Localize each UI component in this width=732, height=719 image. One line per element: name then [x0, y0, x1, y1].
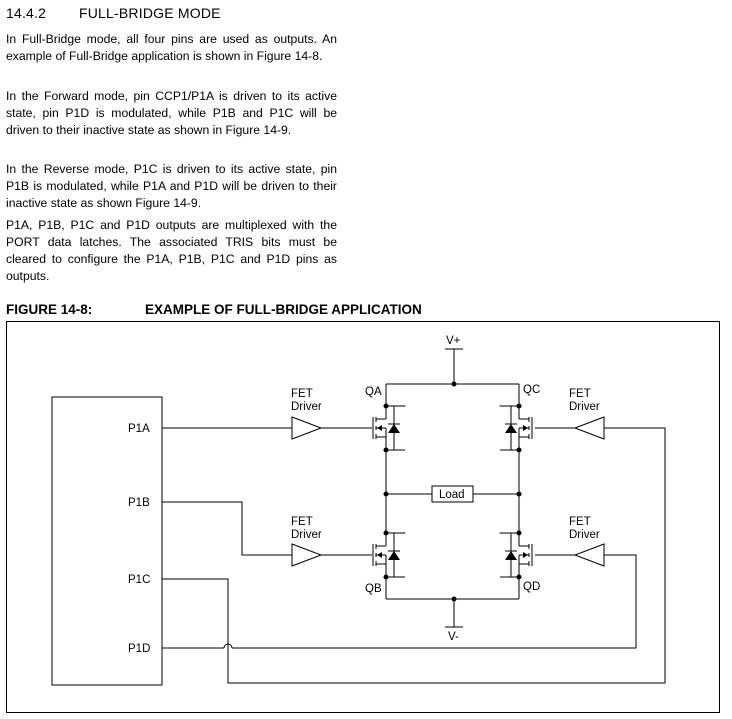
section-heading: 14.4.2 FULL-BRIDGE MODE — [6, 5, 221, 21]
driver-qc-label-1: FET — [569, 388, 591, 400]
figure-caption: EXAMPLE OF FULL-BRIDGE APPLICATION — [145, 302, 422, 317]
transistor-label-qc: QC — [523, 384, 540, 396]
figure-number: FIGURE 14-8: — [6, 302, 93, 317]
driver-qa — [291, 416, 322, 440]
supply-negative-label: V- — [448, 631, 459, 643]
driver-qb-label-2: Driver — [291, 529, 322, 541]
driver-qb — [291, 543, 322, 567]
mcu-block — [51, 396, 163, 686]
driver-qd-label-2: Driver — [569, 529, 600, 541]
paragraph-1: In Full-Bridge mode, all four pins are u… — [6, 32, 337, 63]
driver-qd-label-1: FET — [569, 516, 591, 528]
section-number: 14.4.2 — [6, 5, 47, 21]
pin-label-p1a: P1A — [128, 423, 150, 435]
driver-qa-label-2: Driver — [291, 401, 322, 413]
transistor-label-qa: QA — [365, 386, 382, 398]
transistor-label-qb: QB — [365, 583, 382, 595]
mosfet-qc — [500, 406, 532, 450]
section-title: FULL-BRIDGE MODE — [79, 5, 221, 21]
load-label: Load — [439, 489, 465, 501]
pin-label-p1b: P1B — [128, 497, 150, 509]
mosfet-qd — [500, 533, 532, 577]
mosfet-qb — [372, 532, 406, 578]
driver-qc-label-2: Driver — [569, 401, 600, 413]
mosfet-qa — [372, 405, 406, 451]
figure-frame — [6, 321, 720, 713]
transistor-label-qd: QD — [523, 581, 540, 593]
pin-label-p1d: P1D — [128, 643, 150, 655]
paragraph-4: P1A, P1B, P1C and P1D outputs are multip… — [6, 218, 337, 283]
wiring — [162, 348, 666, 684]
driver-qd — [574, 543, 605, 567]
driver-qa-label-1: FET — [291, 388, 313, 400]
driver-qb-label-1: FET — [291, 516, 313, 528]
load-box — [431, 485, 474, 503]
pin-label-p1c: P1C — [128, 574, 150, 586]
driver-qc — [574, 416, 605, 440]
supply-positive-label: V+ — [446, 335, 461, 347]
paragraph-3: In the Reverse mode, P1C is driven to it… — [6, 162, 337, 210]
figure-title: FIGURE 14-8: EXAMPLE OF FULL-BRIDGE APPLI… — [6, 302, 422, 317]
paragraph-2: In the Forward mode, pin CCP1/P1A is dri… — [6, 89, 337, 137]
